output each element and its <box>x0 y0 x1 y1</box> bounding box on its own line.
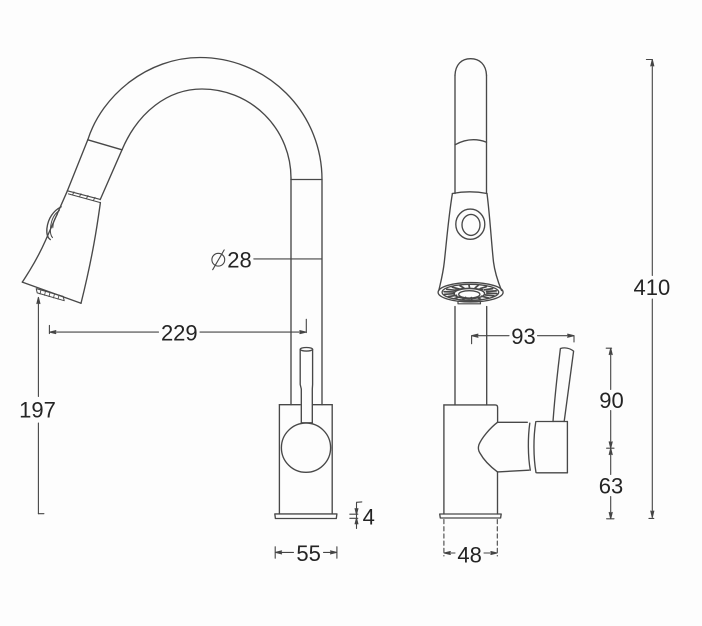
svg-text:28: 28 <box>227 248 251 273</box>
svg-text:48: 48 <box>457 543 481 568</box>
svg-text:4: 4 <box>363 505 375 530</box>
svg-text:197: 197 <box>19 398 56 423</box>
svg-text:93: 93 <box>511 324 535 349</box>
svg-text:229: 229 <box>161 321 198 346</box>
svg-text:63: 63 <box>599 473 623 498</box>
svg-text:410: 410 <box>634 275 671 300</box>
svg-text:90: 90 <box>599 388 623 413</box>
svg-text:55: 55 <box>296 541 320 566</box>
